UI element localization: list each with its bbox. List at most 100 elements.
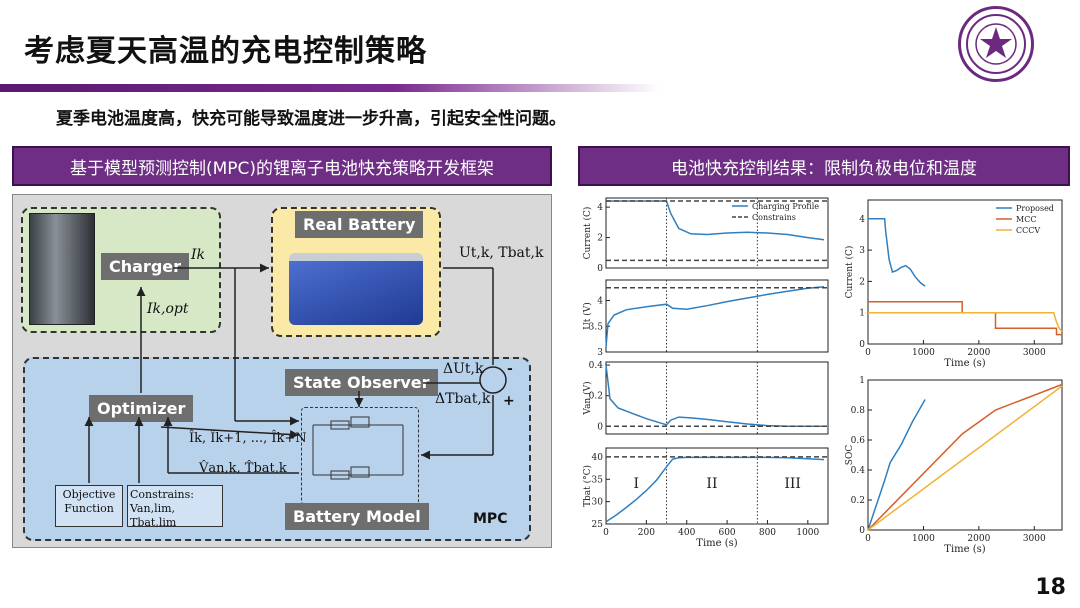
y-tick-label: 1 [859, 309, 865, 319]
y-tick-label: 0 [597, 422, 603, 432]
ik-opt-label: Ik,opt [147, 301, 189, 317]
plot-frame [867, 199, 1063, 345]
delta-t-label: ΔTbat,k [435, 391, 491, 407]
y-axis-label: Ut (V) [582, 302, 593, 330]
plot-frame [605, 361, 829, 435]
seal-icon [966, 14, 1026, 74]
legend-entry: MCC [1016, 215, 1036, 224]
legend-entry: Proposed [1016, 204, 1054, 213]
output-label: Ut,k, Tbat,k [459, 245, 544, 261]
x-axis-label: Time (s) [696, 538, 737, 549]
constrains-label: Constrains: [130, 488, 194, 501]
series-line [867, 383, 1063, 531]
constrains-box: Constrains: Van,lim, Tbat,lim [127, 485, 223, 529]
battery-image [289, 253, 423, 325]
x-tick-label: 200 [638, 528, 655, 538]
x-tick-label: 3000 [1023, 534, 1046, 544]
legend-entry: CCCV [1016, 226, 1040, 235]
x-tick-label: 1000 [912, 534, 935, 544]
y-axis-label: SOC [845, 445, 855, 466]
plus-sign: + [503, 393, 515, 409]
ik-label: Ik [191, 247, 206, 263]
y-tick-label: 4 [597, 297, 603, 307]
y-tick-label: 2 [597, 234, 603, 244]
series-line [605, 285, 825, 347]
series-line [868, 300, 1062, 336]
page-title: 考虑夏天高温的充电控制策略 [24, 34, 427, 69]
charger-label: Charger [101, 253, 190, 280]
y-tick-label: 30 [592, 498, 604, 508]
y-tick-label: 0.8 [851, 406, 866, 416]
charger-image [29, 213, 95, 325]
real-battery-label: Real Battery [295, 211, 424, 238]
page-number: 18 [1035, 575, 1066, 600]
y-tick-label: 4 [597, 203, 603, 213]
title-underline [0, 84, 660, 92]
x-tick-label: 0 [865, 534, 871, 544]
predicted-currents-label: Îk, Îk+1, ..., Îk+N [189, 431, 307, 446]
x-axis-label: Time (s) [944, 358, 985, 369]
y-tick-label: 0.6 [851, 436, 866, 446]
series-line [867, 399, 926, 531]
y-tick-label: 3.5 [589, 322, 604, 332]
y-tick-label: 3 [597, 348, 603, 358]
objective-label: Objective Function [62, 488, 116, 515]
x-tick-label: 0 [865, 348, 871, 358]
series-line [868, 311, 1063, 332]
y-tick-label: 0.4 [589, 361, 604, 371]
x-tick-label: 3000 [1023, 348, 1046, 358]
right-section-header: 电池快充控制结果：限制负极电位和温度 [578, 146, 1070, 186]
diagram-connectors [84, 263, 507, 483]
legend-entry: Constrains [752, 213, 796, 222]
left-section-header: 基于模型预测控制(MPC)的锂离子电池快充策略开发框架 [12, 146, 552, 186]
x-tick-label: 1000 [796, 528, 819, 538]
y-tick-label: 0 [859, 526, 865, 536]
subtitle: 夏季电池温度高，快充可能导致温度进一步升高，引起安全性问题。 [56, 109, 566, 129]
state-observer-label: State Observer [285, 369, 438, 396]
y-tick-label: 0.4 [851, 466, 866, 476]
y-axis-label: Van (V) [582, 381, 593, 415]
region-label: II [706, 476, 717, 492]
y-axis-label: Tbat (°C) [582, 465, 593, 507]
delta-u-label: ΔUt,k [443, 361, 484, 377]
series-line [606, 200, 825, 241]
x-axis-label: Time (s) [944, 544, 985, 554]
x-tick-label: 400 [678, 528, 695, 538]
mpc-framework-diagram: Charger Ik Ik,opt Real Battery Ut,k, Tba… [12, 194, 552, 548]
plot-frame [867, 379, 1063, 531]
plot-frame [605, 279, 829, 353]
mpc-region [23, 357, 531, 541]
y-tick-label: 0.2 [851, 496, 865, 506]
x-tick-label: 800 [759, 528, 776, 538]
region-label: III [784, 476, 801, 492]
legend-entry: Charging Profile [752, 202, 819, 211]
constrains-values: Van,lim, Tbat,lim [130, 502, 177, 529]
x-tick-label: 0 [603, 528, 609, 538]
region-label: I [634, 476, 640, 492]
y-tick-label: 1 [859, 376, 865, 386]
objective-function-box: Objective Function [55, 485, 123, 527]
y-tick-label: 40 [592, 453, 604, 463]
y-tick-label: 25 [592, 520, 604, 530]
y-tick-label: 4 [859, 215, 865, 225]
minus-sign: - [507, 361, 513, 377]
y-axis-label: Current (C) [844, 246, 855, 299]
x-tick-label: 2000 [967, 348, 990, 358]
x-tick-label: 1000 [912, 348, 935, 358]
y-axis-label: Current (C) [582, 207, 593, 260]
battery-model-label: Battery Model [285, 503, 429, 530]
series-line [867, 385, 1063, 531]
y-tick-label: 35 [592, 475, 604, 485]
series-line [868, 218, 926, 287]
optimizer-label: Optimizer [89, 395, 194, 422]
y-tick-label: 0 [597, 264, 603, 274]
y-tick-label: 2 [859, 277, 865, 287]
y-tick-label: 0 [859, 340, 865, 350]
plot-frame [605, 447, 829, 525]
y-tick-label: 0.2 [589, 392, 603, 402]
x-tick-label: 2000 [967, 534, 990, 544]
x-tick-label: 600 [718, 528, 735, 538]
university-logo [958, 6, 1034, 82]
